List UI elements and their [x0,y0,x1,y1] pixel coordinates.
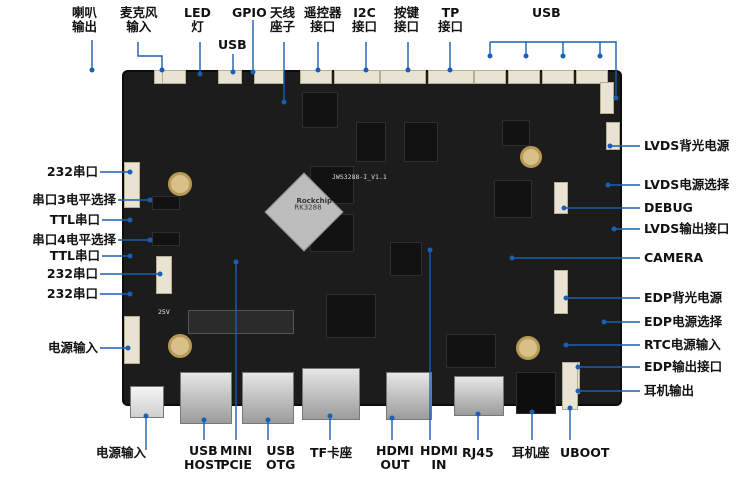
label-rj45: RJ45 [462,445,494,460]
label-remote: 遥控器 接口 [304,5,342,34]
rs232-2-header [156,256,172,294]
usb4-header [576,70,608,84]
emmc-chip [390,242,422,276]
ram-chip-1 [356,122,386,162]
label-uboot: UBOOT [560,445,610,460]
hdmi-out-port [386,372,432,420]
label-mic-in: 麦克风 输入 [120,5,158,34]
label-rtc-power: RTC电源输入 [644,337,721,352]
mount-hole [168,334,192,358]
label-i2c: I2C 接口 [352,5,378,34]
usb1-header [474,70,506,84]
label-button: 按键 接口 [394,5,420,34]
mount-hole [520,146,542,168]
button-header [380,70,426,84]
usb2-header [508,70,540,84]
label-antenna: 天线 座子 [270,5,296,34]
label-hdmi-out: HDMI OUT [376,443,414,472]
usb-host-port [180,372,232,424]
label-usb-host: USB HOST [184,443,223,472]
label-hdmi-in: HDMI IN [420,443,458,472]
label-tf-slot: TF卡座 [310,445,353,460]
label-power-in: 电源输入 [96,445,147,460]
label-rs232-1: 232串口 [46,164,98,179]
small-chip [502,120,530,146]
usb-otg-port [242,372,294,424]
power-left-header [124,316,140,364]
label-edp-backlight: EDP背光电源 [644,290,723,305]
label-mini-pcie: MINI PCIE [220,443,253,472]
label-lvds-out: LVDS输出接口 [644,221,730,236]
label-usb-small: USB [218,37,247,52]
label-edp-power-sel: EDP电源选择 [644,314,723,329]
uart4-jumper [152,232,180,246]
label-earphone-out: 耳机输出 [644,383,695,398]
cap-silk: 25V [158,308,170,316]
label-lvds-backlight: LVDS背光电源 [644,138,730,153]
label-earphone-jack: 耳机座 [512,445,550,460]
mic-header [162,70,186,84]
board-model-silk: JWS3288-I_V1.1 [332,173,387,181]
label-gpio: GPIO [232,5,267,20]
rj45-port [454,376,504,416]
label-speaker-out: 喇叭 输出 [72,5,98,34]
label-uart3-level: 串口3电平选择 [32,192,116,207]
io-chip [494,180,532,218]
label-ttl-1: TTL串口 [49,212,100,227]
mini-pcie-slot [188,310,294,334]
label-rs232-3: 232串口 [46,286,98,301]
usb3-header [542,70,574,84]
motherboard: JWS3288-I_V1.1 25V [122,70,622,406]
wifi-module [302,92,338,128]
label-tp: TP 接口 [438,5,464,34]
label-uart4-level: 串口4电平选择 [32,232,116,247]
label-edp-out: EDP输出接口 [644,359,723,374]
uart3-jumper [152,196,180,210]
label-lvds-power-sel: LVDS电源选择 [644,177,730,192]
label-led: LED 灯 [184,5,211,34]
i2c-header [334,70,380,84]
pmu-chip [326,294,376,338]
lvds-backlight-header [606,122,620,150]
label-rs232-2: 232串口 [46,266,98,281]
label-usb-group: USB [532,5,561,20]
edp-backlight-header [554,270,568,314]
label-usb-otg: USB OTG [266,443,296,472]
tf-card-slot [302,368,360,420]
mount-hole [168,172,192,196]
label-debug: DEBUG [644,200,693,215]
label-ttl-2: TTL串口 [49,248,100,263]
mount-hole [516,336,540,360]
ram-chip-2 [404,122,438,162]
usb-small-header [218,70,242,84]
earphone-jack [516,372,556,414]
lan-chip [446,334,496,368]
label-power-in-left: 电源输入 [47,340,98,355]
label-camera: CAMERA [644,250,704,265]
